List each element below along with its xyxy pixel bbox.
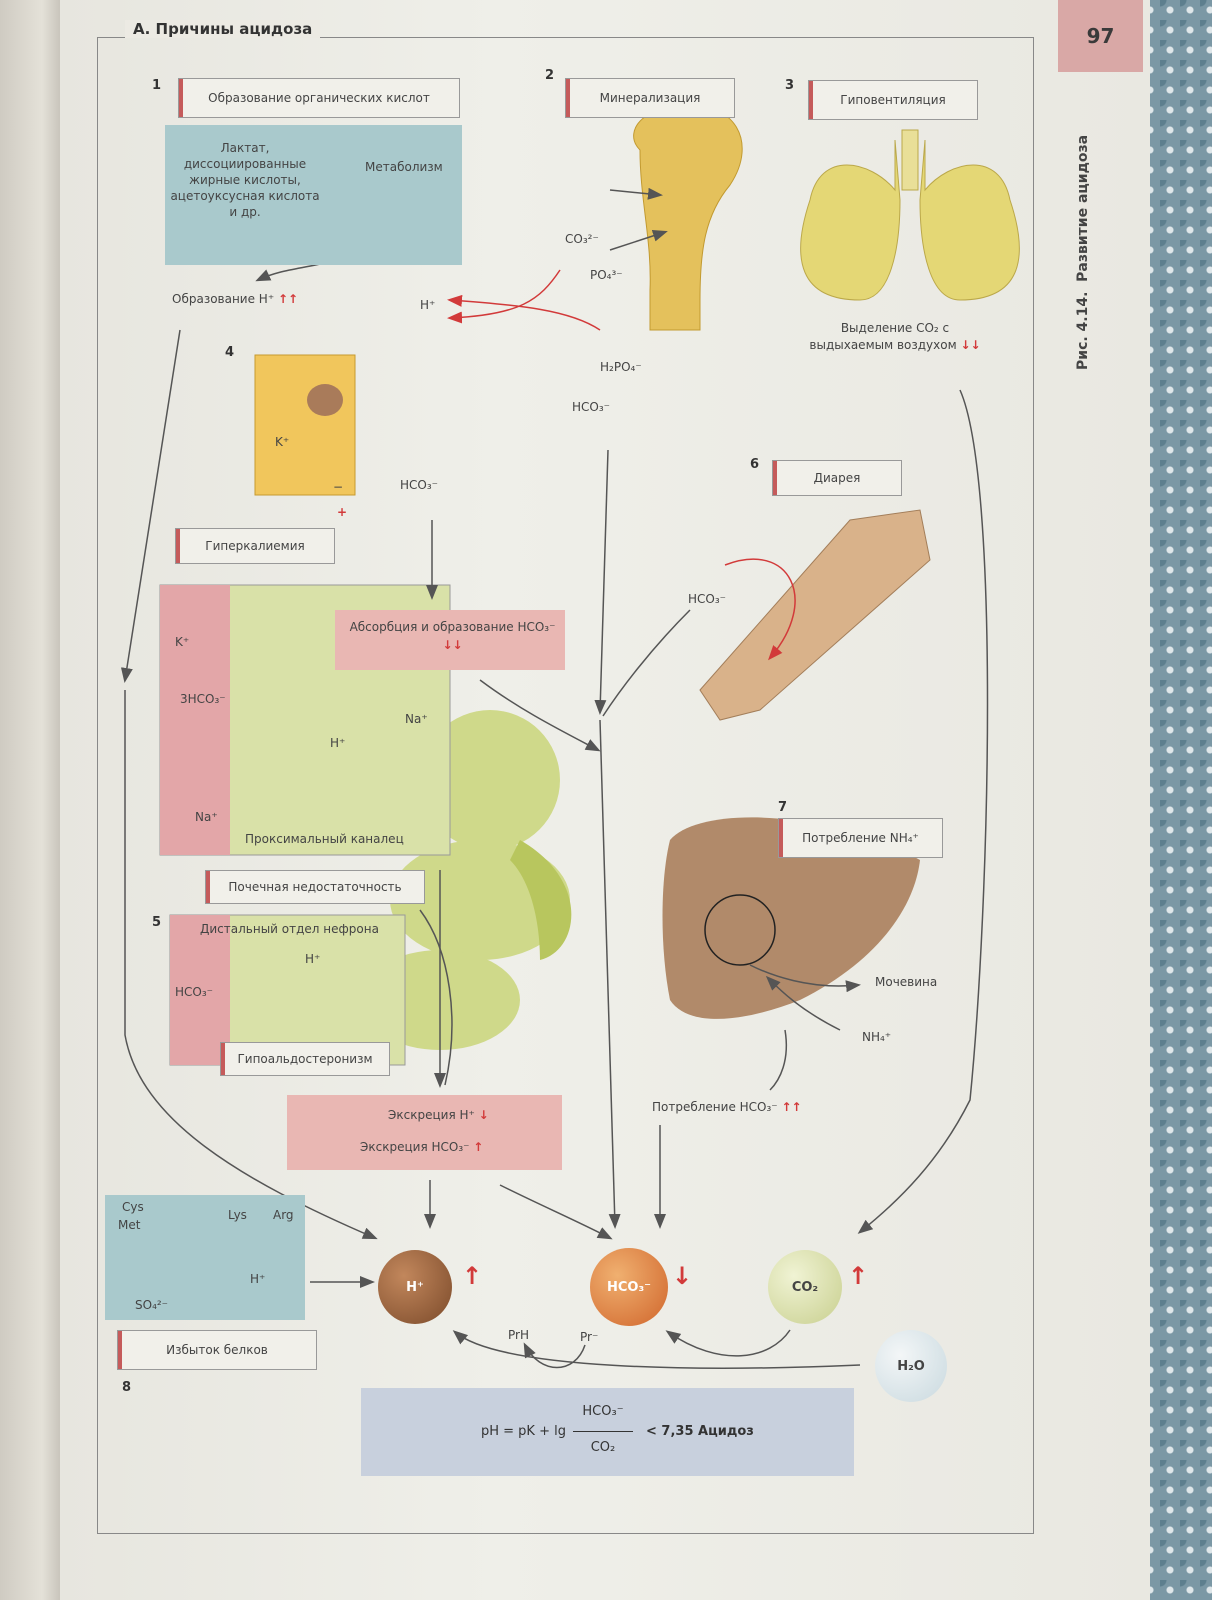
hypoaldosteronism-label: Гипоальдостеронизм <box>220 1042 390 1076</box>
metabolism-label: Метаболизм <box>365 160 443 174</box>
protein-h-label: H⁺ <box>250 1272 266 1286</box>
hco3-excretion-text: Экскреция HCO₃⁻ <box>360 1140 470 1154</box>
excretion-box <box>287 1095 562 1170</box>
section-6-number: 6 <box>750 457 760 472</box>
distal-blood-band <box>170 915 230 1065</box>
diarrhea-hco3-label: HCO₃⁻ <box>688 592 726 606</box>
renal-failure-label: Почечная недостаточность <box>205 870 425 904</box>
po4-label: PO₄³⁻ <box>590 268 623 282</box>
organic-acids-box <box>165 125 462 265</box>
hco3-arrow: ↓ <box>672 1262 693 1290</box>
intestine-illustration <box>699 509 931 721</box>
proximal-tubule-label: Проксимальный каналец <box>245 832 404 846</box>
section-1-number: 1 <box>152 78 162 93</box>
page-title: А. Причины ацидоза <box>125 20 321 38</box>
h-excretion-arrow: ↓ <box>478 1108 489 1122</box>
h-formation-label: Образование H⁺ ↑↑ <box>172 292 298 306</box>
hco3-consumption-text: Потребление HCO₃⁻ <box>652 1100 778 1114</box>
section-2-number: 2 <box>545 68 555 83</box>
section-8-number: 8 <box>122 1380 132 1395</box>
formula-fraction-line <box>573 1431 633 1432</box>
cell-hco3-label: HCO₃⁻ <box>400 478 438 492</box>
hco3-consumption-label: Потребление HCO₃⁻ ↑↑ <box>652 1100 802 1114</box>
cell-k-label: K⁺ <box>275 435 290 449</box>
h2po4-label: H₂PO₄⁻ <box>600 360 642 374</box>
tubule-3hco3-label: 3HCO₃⁻ <box>180 692 226 706</box>
prh-label: PrH <box>508 1328 529 1342</box>
met-label: Met <box>118 1218 141 1232</box>
co2-arrow: ↑ <box>848 1262 869 1290</box>
cell-minus-sign: − <box>333 480 344 494</box>
distal-hco3-label: HCO₃⁻ <box>175 985 213 999</box>
co3-label: CO₃²⁻ <box>565 232 599 246</box>
co2-release-text: Выделение CO₂ с выдыхаемым воздухом <box>809 321 957 352</box>
cell-illustration <box>254 354 356 496</box>
hco3-excretion-arrow: ↑ <box>473 1140 484 1154</box>
acids-list: Лактат, диссоциированные жирные кислоты,… <box>170 141 320 219</box>
section-3-number: 3 <box>785 78 795 93</box>
h2o-circle: H₂O <box>875 1330 947 1402</box>
pr-label: Pr⁻ <box>580 1330 599 1344</box>
h-bone-label: H⁺ <box>420 298 436 312</box>
hco3-excretion-label: Экскреция HCO₃⁻ ↑ <box>360 1140 483 1154</box>
arg-label: Arg <box>273 1208 294 1222</box>
section-4-number: 4 <box>225 345 235 360</box>
tubule-h-label: H⁺ <box>330 736 346 750</box>
page-number: 97 <box>1058 0 1143 72</box>
so4-label: SO₄²⁻ <box>135 1298 169 1312</box>
lys-label: Lys <box>228 1208 247 1222</box>
formula-left: pH = pK + lg <box>481 1424 566 1439</box>
cys-label: Cys <box>122 1200 144 1214</box>
formula-denominator: CO₂ <box>590 1440 616 1455</box>
h-excretion-text: Экскреция H⁺ <box>388 1108 475 1122</box>
h-formation-text: Образование H⁺ <box>172 292 275 306</box>
bone-illustration <box>633 107 743 331</box>
hco3-consumption-arrow: ↑↑ <box>781 1100 802 1114</box>
formula-numerator: HCO₃⁻ <box>582 1404 624 1419</box>
co2-release-label: Выделение CO₂ с выдыхаемым воздухом ↓↓ <box>800 320 990 354</box>
tubule-na-label: Na⁺ <box>405 712 428 726</box>
formula-right: < 7,35 Ацидоз <box>646 1424 754 1439</box>
hyperkalemia-label: Гиперкалиемия <box>175 528 335 564</box>
hco3-bone-label: HCO₃⁻ <box>572 400 610 414</box>
section-7-label: Потребление NH₄⁺ <box>778 818 943 858</box>
distal-h-label: H⁺ <box>305 952 321 966</box>
liver-illustration <box>662 817 920 1019</box>
tubule-k-label: K⁺ <box>175 635 190 649</box>
section-7-number: 7 <box>778 800 788 815</box>
section-6-label: Диарея <box>772 460 902 496</box>
h-ion-arrow: ↑ <box>462 1262 483 1290</box>
absorption-box <box>335 610 565 670</box>
co2-release-arrow: ↓↓ <box>960 338 981 352</box>
cell-plus-sign: + <box>337 505 348 519</box>
henderson-formula-box: pH = pK + lg HCO₃⁻ CO₂ < 7,35 Ацидоз <box>361 1388 854 1476</box>
hco3-circle: HCO₃⁻ <box>590 1248 668 1326</box>
tubule-na2-label: Na⁺ <box>195 810 218 824</box>
section-1-label: Образование органических кислот <box>178 78 460 118</box>
absorption-arrow: ↓↓ <box>442 638 463 652</box>
co2-circle: CO₂ <box>768 1250 842 1324</box>
section-5-number: 5 <box>152 915 162 930</box>
distal-nephron-label: Дистальный отдел нефрона <box>200 922 379 936</box>
previous-page-edge <box>0 0 60 1600</box>
liver-nh4-label: NH₄⁺ <box>862 1030 892 1044</box>
h-excretion-label: Экскреция H⁺ ↓ <box>388 1108 489 1122</box>
lungs-illustration <box>800 129 1020 301</box>
h-ion-circle: H⁺ <box>378 1250 452 1324</box>
section-3-label: Гиповентиляция <box>808 80 978 120</box>
section-2-label: Минерализация <box>565 78 735 118</box>
blood-vessel-band <box>160 585 230 855</box>
proteins-box <box>105 1195 305 1320</box>
protein-excess-label: Избыток белков <box>117 1330 317 1370</box>
h-formation-arrow: ↑↑ <box>278 292 299 306</box>
figure-frame <box>97 37 1034 1534</box>
absorption-label: Абсорбция и образование HCO₃⁻ ↓↓ <box>345 618 560 654</box>
absorption-text: Абсорбция и образование HCO₃⁻ <box>349 620 556 634</box>
urea-label: Мочевина <box>875 975 938 989</box>
